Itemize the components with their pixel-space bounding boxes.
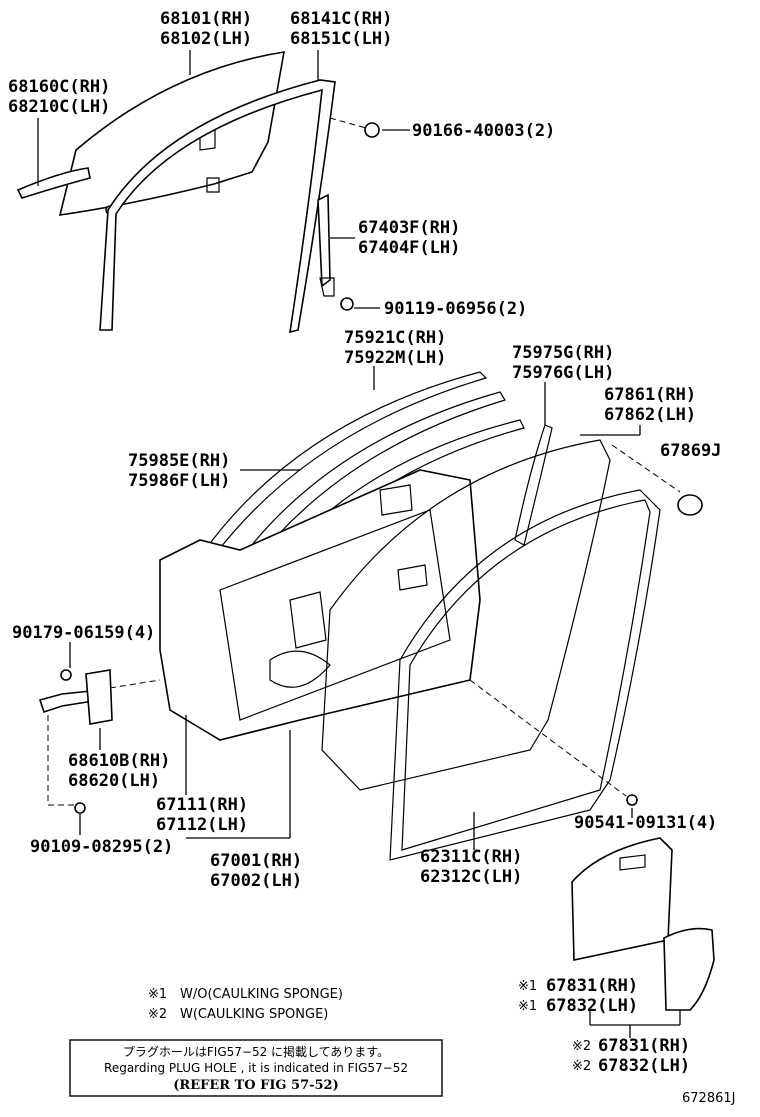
note1-mark: ※1 xyxy=(148,987,167,1002)
door-shell-drawing xyxy=(159,469,481,741)
label-seal-rh: 67861(RH) xyxy=(604,385,696,405)
label-bolt1: 90179-06159(4) xyxy=(12,623,155,643)
label-check-rh: 68610B(RH) xyxy=(68,751,170,771)
label-cover2-lh: 67832(LH) xyxy=(598,1056,690,1076)
note1-text: W/O(CAULKING SPONGE) xyxy=(180,987,343,1002)
mark1-b: ※1 xyxy=(518,999,537,1014)
label-bolt2: 90109-08295(2) xyxy=(30,837,173,857)
label-cover2-rh: 67831(RH) xyxy=(598,1036,690,1056)
label-screw1: 90166-40003(2) xyxy=(412,121,555,141)
label-weatherstrip-rh: 62311C(RH) xyxy=(420,847,522,867)
screw-drawing xyxy=(340,122,380,311)
label-check-lh: 68620(LH) xyxy=(68,771,160,791)
reference-line-fig: (REFER TO FIG 57-52) xyxy=(173,1078,339,1093)
mark2-b: ※2 xyxy=(572,1059,591,1074)
label-weather-rh: 75921C(RH) xyxy=(344,328,446,348)
label-molding-lh: 75986F(LH) xyxy=(128,471,230,491)
note2-mark: ※2 xyxy=(148,1007,167,1022)
label-channel-lh: 68210C(LH) xyxy=(8,97,110,117)
label-frame-lh: 67112(LH) xyxy=(156,815,248,835)
label-weatherstrip-lh: 62312C(LH) xyxy=(420,867,522,887)
label-hole-plug: 67869J xyxy=(660,441,721,461)
lower-channel-drawing xyxy=(16,167,91,199)
mark1-a: ※1 xyxy=(518,979,537,994)
label-door-rh: 67001(RH) xyxy=(210,851,302,871)
label-bolt3: 90541-09131(4) xyxy=(574,813,717,833)
reference-line-jp: プラグホールはFIG57−52 に掲載してあります。 xyxy=(123,1044,389,1059)
hole-plug-drawing xyxy=(677,494,703,516)
label-seal-lh: 67862(LH) xyxy=(604,405,696,425)
figure-code: 672861J xyxy=(682,1091,735,1106)
label-weather-lh: 75922M(LH) xyxy=(344,348,446,368)
label-weather2-rh: 75975G(RH) xyxy=(512,343,614,363)
door-check-drawing xyxy=(38,669,638,814)
label-sash-lh: 67404F(LH) xyxy=(358,238,460,258)
sash-drawing xyxy=(317,193,335,297)
service-hole-cover-drawing xyxy=(571,837,715,1011)
label-glass-lh: 68102(LH) xyxy=(160,29,252,49)
note2-text: W(CAULKING SPONGE) xyxy=(180,1007,328,1022)
label-cover1-rh: 67831(RH) xyxy=(546,976,638,996)
leader-lines xyxy=(37,50,681,1038)
door-weatherstrip-drawing xyxy=(321,439,661,861)
label-channel-rh: 68160C(RH) xyxy=(8,77,110,97)
label-run-rh: 68141C(RH) xyxy=(290,9,392,29)
label-molding-rh: 75985E(RH) xyxy=(128,451,230,471)
label-screw2: 90119-06956(2) xyxy=(384,299,527,319)
reference-box: プラグホールはFIG57−52 に掲載してあります。 Regarding PLU… xyxy=(69,1039,443,1097)
glass-run-drawing xyxy=(99,79,336,334)
label-cover1-lh: 67832(LH) xyxy=(546,996,638,1016)
label-glass-rh: 68101(RH) xyxy=(160,9,252,29)
label-door-lh: 67002(LH) xyxy=(210,871,302,891)
mark2-a: ※2 xyxy=(572,1039,591,1054)
label-frame-rh: 67111(RH) xyxy=(156,795,248,815)
label-sash-rh: 67403F(RH) xyxy=(358,218,460,238)
label-weather2-lh: 75976G(LH) xyxy=(512,363,614,383)
reference-line-en: Regarding PLUG HOLE , it is indicated in… xyxy=(104,1061,408,1075)
label-run-lh: 68151C(LH) xyxy=(290,29,392,49)
